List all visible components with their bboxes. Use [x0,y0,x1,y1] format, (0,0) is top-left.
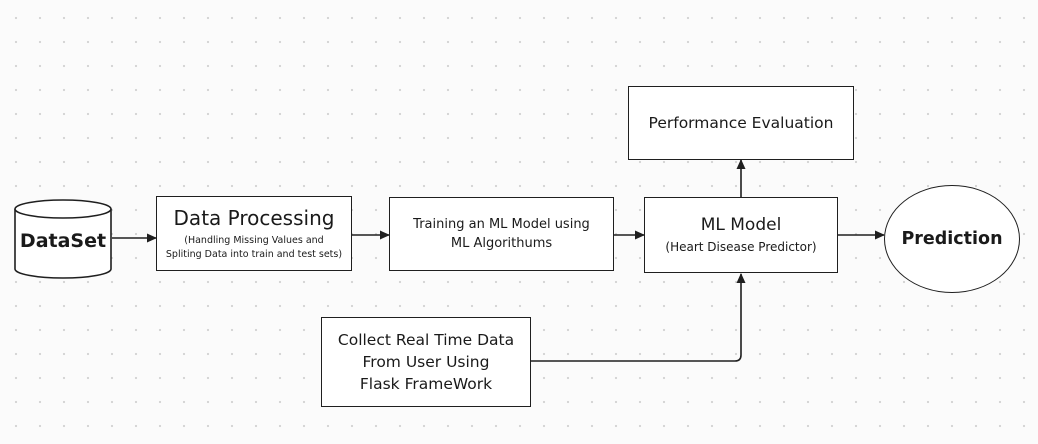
dataset-node[interactable]: DataSet [14,199,112,279]
collect-data-label-line-2: From User Using [362,353,490,371]
training-label-line-2: ML Algorithums [450,236,553,251]
collect-data-node[interactable]: Collect Real Time Data From User Using F… [321,317,531,407]
data-processing-subtitle-line-2: Spliting Data into train and test sets) [165,248,343,260]
edge-collect-to-model [531,273,746,362]
ml-model-node[interactable]: ML Model (Heart Disease Predictor) [644,197,838,273]
data-processing-subtitle-line-1: (Handling Missing Values and [184,234,324,246]
ml-model-subtitle: (Heart Disease Predictor) [665,240,817,254]
database-cylinder-icon [14,199,112,279]
data-processing-title: Data Processing [173,205,335,230]
training-label-line-1: Training an ML Model using [413,217,590,232]
dataset-label: DataSet [19,230,107,252]
performance-evaluation-node[interactable]: Performance Evaluation [628,86,854,160]
training-node[interactable]: Training an ML Model using ML Algorithum… [389,197,614,271]
data-processing-node[interactable]: Data Processing (Handling Missing Values… [156,196,352,271]
performance-evaluation-label: Performance Evaluation [648,114,834,132]
prediction-node[interactable]: Prediction [884,185,1020,293]
collect-data-label-line-3: Flask FrameWork [359,375,493,393]
collect-data-label-line-1: Collect Real Time Data [337,331,515,349]
ml-model-title: ML Model [700,215,782,235]
prediction-label: Prediction [901,229,1003,249]
